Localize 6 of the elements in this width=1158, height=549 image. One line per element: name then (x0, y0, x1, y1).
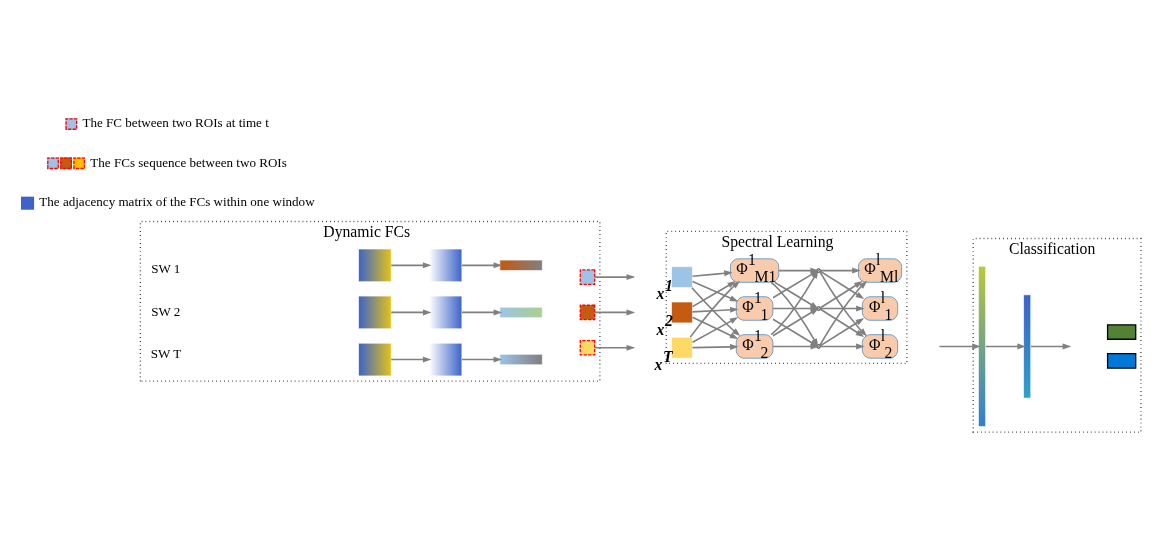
label: SW 2 (151, 303, 181, 319)
legend-label: The FC between two ROIs at time t (82, 115, 269, 131)
label: SW 1 (151, 261, 181, 277)
label: SW T (150, 346, 182, 362)
legend-label: The adjacency matrix of the FCs within one window (39, 194, 315, 210)
legend-label: The FCs sequence between two ROIs (90, 154, 287, 170)
